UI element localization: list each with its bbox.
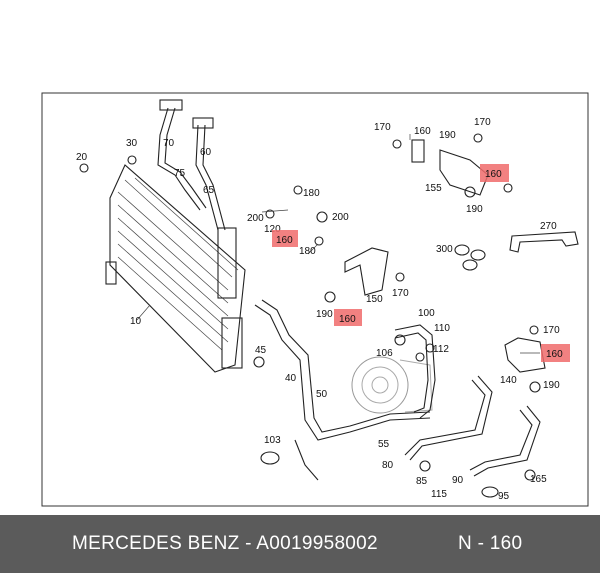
callout-190-b: 190 [466, 204, 483, 215]
callout-300: 300 [436, 244, 453, 255]
callout-180-upper: 180 [303, 188, 320, 199]
callout-95: 95 [498, 491, 510, 502]
callout-60: 60 [200, 147, 212, 158]
callout-190-d: 190 [543, 380, 560, 391]
callout-70: 70 [163, 138, 175, 149]
highlight-160-d-label: 160 [546, 349, 563, 360]
callout-50: 50 [316, 389, 328, 400]
position-number-text: N - 160 [458, 533, 523, 554]
highlight-160-c[interactable]: 160 [480, 164, 509, 182]
callout-10: 10 [130, 316, 142, 327]
callout-45: 45 [255, 345, 267, 356]
callout-270: 270 [540, 221, 557, 232]
callout-155: 155 [425, 183, 442, 194]
callout-110: 110 [434, 323, 450, 334]
callout-112: 112 [433, 344, 449, 355]
callout-55: 55 [378, 439, 390, 450]
bracket-270 [509, 231, 579, 253]
callout-120: 120 [264, 224, 281, 235]
highlight-160-d[interactable]: 160 [541, 344, 570, 362]
callout-200-left: 200 [247, 213, 264, 224]
callout-65: 65 [203, 185, 215, 196]
line-100-110 [394, 324, 436, 419]
hose-40-50 [253, 299, 431, 481]
callout-170-mid: 170 [392, 288, 409, 299]
callout-106: 106 [376, 348, 393, 359]
diagram-frame [41, 92, 589, 507]
highlight-160-c-label: 160 [485, 169, 502, 180]
callout-150: 150 [366, 294, 383, 305]
parts-diagram: 10 20 30 40 45 50 55 60 65 70 75 80 85 9… [41, 92, 589, 507]
callout-140: 140 [500, 375, 517, 386]
highlight-160-a[interactable]: 160 [272, 230, 298, 247]
callout-100: 100 [418, 308, 435, 319]
pipe-70-60 [157, 99, 226, 231]
callout-200-right: 200 [332, 212, 349, 223]
bracket-150 [344, 247, 389, 296]
callout-170-low: 170 [543, 325, 560, 336]
fasteners [79, 133, 541, 393]
callout-20: 20 [76, 152, 88, 163]
callout-40: 40 [285, 373, 297, 384]
clamp-300 [454, 244, 486, 271]
bracket-140 [504, 337, 546, 373]
bracket-155 [411, 139, 489, 196]
part-number-text: MERCEDES BENZ - A0019958002 [72, 533, 378, 554]
callout-75: 75 [174, 168, 186, 179]
callout-170-right: 170 [474, 117, 491, 128]
callout-190-a: 190 [439, 130, 456, 141]
leader-lines [136, 134, 540, 354]
callout-115: 115 [431, 489, 447, 500]
callout-80: 80 [382, 460, 394, 471]
callout-90: 90 [452, 475, 464, 486]
callout-85: 85 [416, 476, 428, 487]
callout-190-c: 190 [316, 309, 333, 320]
highlight-160-b[interactable]: 160 [334, 309, 362, 326]
line-80-90 [404, 375, 541, 498]
compressor-drawing [351, 356, 433, 414]
callout-170-top: 170 [374, 122, 391, 133]
callout-103: 103 [264, 435, 281, 446]
callout-160: 160 [414, 126, 431, 137]
callout-165: 165 [530, 474, 547, 485]
footer-bar: MERCEDES BENZ - A0019958002 N - 160 [0, 515, 600, 573]
highlight-160-a-label: 160 [276, 235, 293, 246]
callout-180-lower: 180 [299, 246, 316, 257]
condenser-drawing [105, 164, 246, 373]
callout-30: 30 [126, 138, 138, 149]
highlight-160-b-label: 160 [339, 314, 356, 325]
